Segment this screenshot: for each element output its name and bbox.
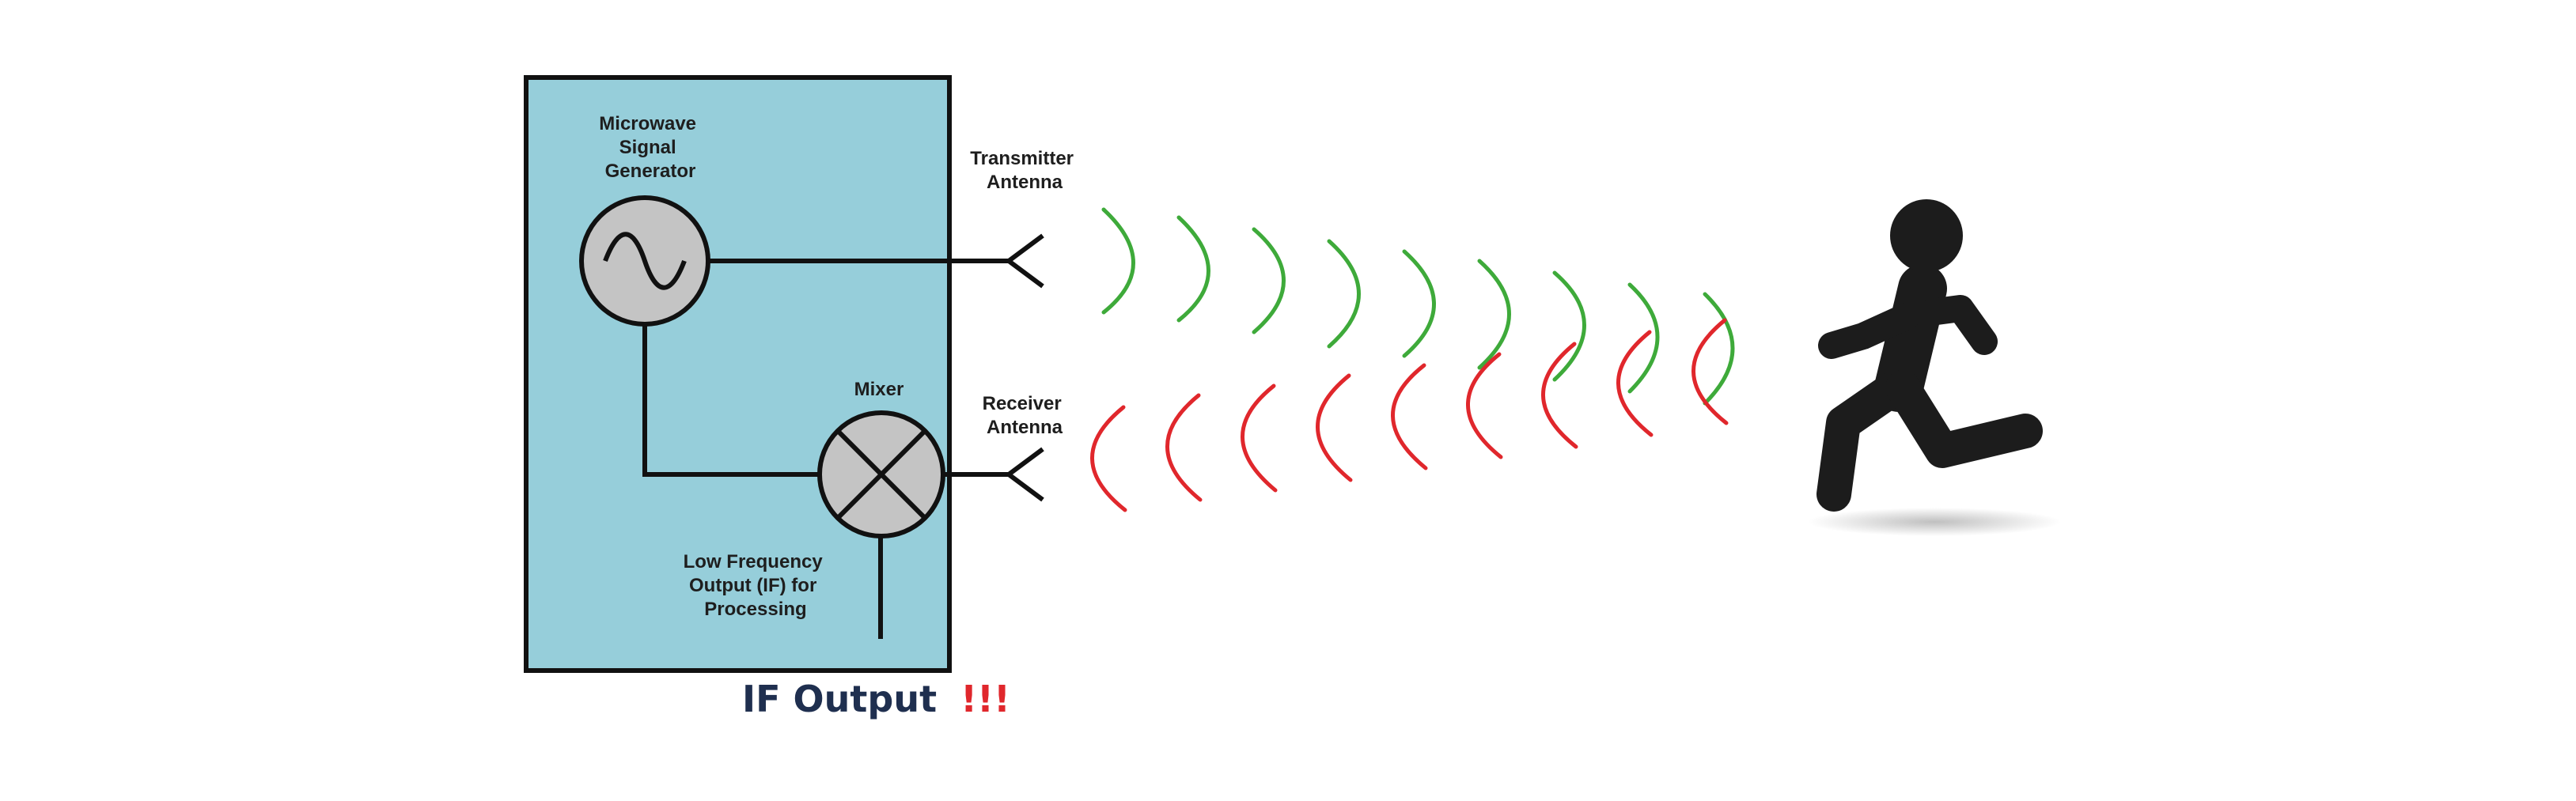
generator-label-line3: Generator	[605, 161, 696, 182]
reflected-wave	[1090, 405, 1127, 512]
svg-text:Low Frequency Output (IF): Low Frequency Output (IF) for Processing	[684, 551, 828, 620]
reflected-wave	[1466, 352, 1503, 459]
svg-text:Microwave Signal Gener: Microwave Signal Generator	[599, 113, 701, 182]
output-label-line2: Output (IF) for	[689, 575, 816, 596]
sine-wave-source-icon	[579, 195, 710, 327]
svg-text:Receiver Antenna: Receiver Antenna	[983, 393, 1067, 438]
transmitted-wave	[1477, 259, 1511, 370]
transmitted-wave	[1703, 292, 1735, 406]
caption-emphasis: !!!	[960, 678, 1010, 720]
output-label-line3: Processing	[704, 599, 806, 620]
reflected-waves	[1090, 318, 1729, 512]
transmitted-wave	[1252, 227, 1286, 334]
reflected-wave	[1316, 373, 1353, 482]
if-output-caption: IF Output !!!	[742, 678, 1010, 720]
output-label-line1: Low Frequency	[684, 551, 824, 572]
reflected-wave	[1391, 363, 1428, 470]
person-shadow	[1808, 508, 2061, 536]
generator-label-line2: Signal	[619, 137, 676, 158]
transmitter-label-line1: Transmitter	[970, 148, 1074, 169]
reflected-wave	[1616, 330, 1654, 437]
mixer-cross-icon	[817, 410, 945, 538]
receiver-label-line2: Antenna	[987, 417, 1063, 438]
running-person-icon	[1808, 199, 2061, 536]
transmitted-wave	[1402, 249, 1436, 358]
transmitted-waves	[1101, 207, 1735, 406]
transmitted-wave	[1327, 239, 1361, 349]
transmitted-wave	[1176, 215, 1210, 323]
reflected-wave	[1165, 393, 1203, 502]
receiver-label-line1: Receiver	[983, 393, 1062, 414]
circuit-wires	[642, 259, 1009, 639]
reflected-wave	[1691, 318, 1729, 425]
transmitted-wave	[1552, 270, 1586, 382]
transmitted-wave	[1627, 282, 1660, 394]
reflected-wave	[1241, 383, 1278, 493]
transmitted-wave	[1101, 207, 1135, 315]
antenna-icon	[1004, 447, 1044, 502]
mixer-label: Mixer	[854, 379, 904, 400]
caption-text: IF Output	[742, 678, 937, 720]
transmitter-label-line2: Antenna	[987, 172, 1063, 193]
antenna-icon	[1004, 233, 1044, 289]
generator-label-line1: Microwave	[599, 113, 696, 134]
reflected-wave	[1541, 342, 1578, 449]
svg-text:Transmitter Antenna: Transmitter Antenna	[970, 148, 1078, 193]
